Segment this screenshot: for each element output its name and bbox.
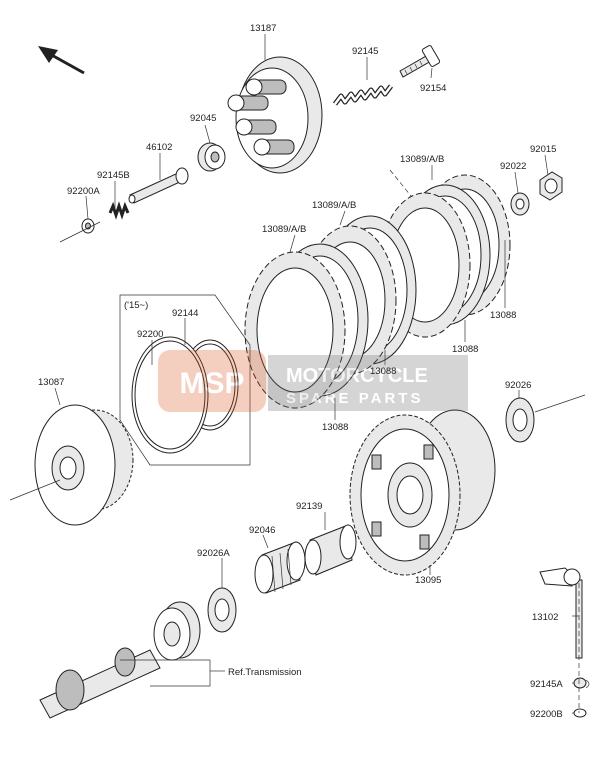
watermark: MSP MOTORCYCLE SPARE PARTS: [158, 350, 468, 412]
watermark-subtitle: SPARE PARTS: [286, 390, 423, 407]
washer-92026-part: [505, 394, 586, 443]
label-92154: 92154: [420, 83, 446, 94]
label-13088-a: 13088: [490, 310, 516, 321]
label-92200: 92200: [137, 329, 163, 340]
pushrod-part: [128, 167, 189, 204]
leader-lines: [54, 34, 579, 714]
nut-92015-part: [539, 171, 563, 201]
label-92015: 92015: [530, 144, 556, 155]
release-lever-part: [539, 567, 590, 718]
needle-bearing-part: [254, 541, 306, 594]
label-92026a: 92026A: [197, 548, 230, 559]
label-13102: 13102: [532, 612, 558, 623]
washer-92026a-part: [207, 587, 237, 633]
label-13095: 13095: [415, 575, 441, 586]
label-13088-c: 13088: [370, 366, 396, 377]
label-92200b: 92200B: [530, 709, 563, 720]
label-92200a: 92200A: [67, 186, 100, 197]
washer-92022-part: [510, 192, 530, 216]
label-92145b: 92145B: [97, 170, 130, 181]
label-13088-b: 13088: [452, 344, 478, 355]
label-ref-transmission: Ref.Transmission: [228, 667, 302, 678]
label-46102: 46102: [146, 142, 172, 153]
label-92046: 92046: [249, 525, 275, 536]
label-13187: 13187: [250, 23, 276, 34]
label-92045: 92045: [190, 113, 216, 124]
watermark-badge: MSP: [179, 367, 244, 400]
label-13088-d: 13088: [322, 422, 348, 433]
label-13089-top: 13089/A/B: [400, 154, 444, 165]
part-labels: 13187 92145 92154 92045 46102 92145B 922…: [38, 23, 563, 720]
pressure-plate-part: [227, 56, 323, 174]
sleeve-part: [304, 524, 357, 576]
bearing-part: [197, 142, 226, 172]
transmission-shaft-part: [39, 647, 161, 719]
friction-plate-stack: [244, 174, 511, 409]
label-13087: 13087: [38, 377, 64, 388]
label-year-note: ('15~): [124, 300, 148, 311]
watermark-title: MOTORCYCLE: [286, 365, 428, 387]
small-spring-part: [108, 201, 130, 220]
clutch-housing-part: [9, 404, 134, 526]
label-92022: 92022: [500, 161, 526, 172]
label-92144: 92144: [172, 308, 198, 319]
front-direction-arrow-icon: [38, 46, 85, 75]
washer-92200a-part: [59, 218, 101, 243]
year-variant-inset: [119, 294, 251, 466]
label-92145a: 92145A: [530, 679, 563, 690]
ball-bearing-part: [153, 601, 201, 661]
label-92145: 92145: [352, 46, 378, 57]
label-13089-low: 13089/A/B: [262, 224, 306, 235]
clutch-hub-part: [349, 409, 496, 576]
label-92139: 92139: [296, 501, 322, 512]
label-13089-mid: 13089/A/B: [312, 200, 356, 211]
clutch-spring-part: [333, 84, 393, 106]
bolt-part: [399, 45, 441, 78]
label-92026: 92026: [505, 380, 531, 391]
